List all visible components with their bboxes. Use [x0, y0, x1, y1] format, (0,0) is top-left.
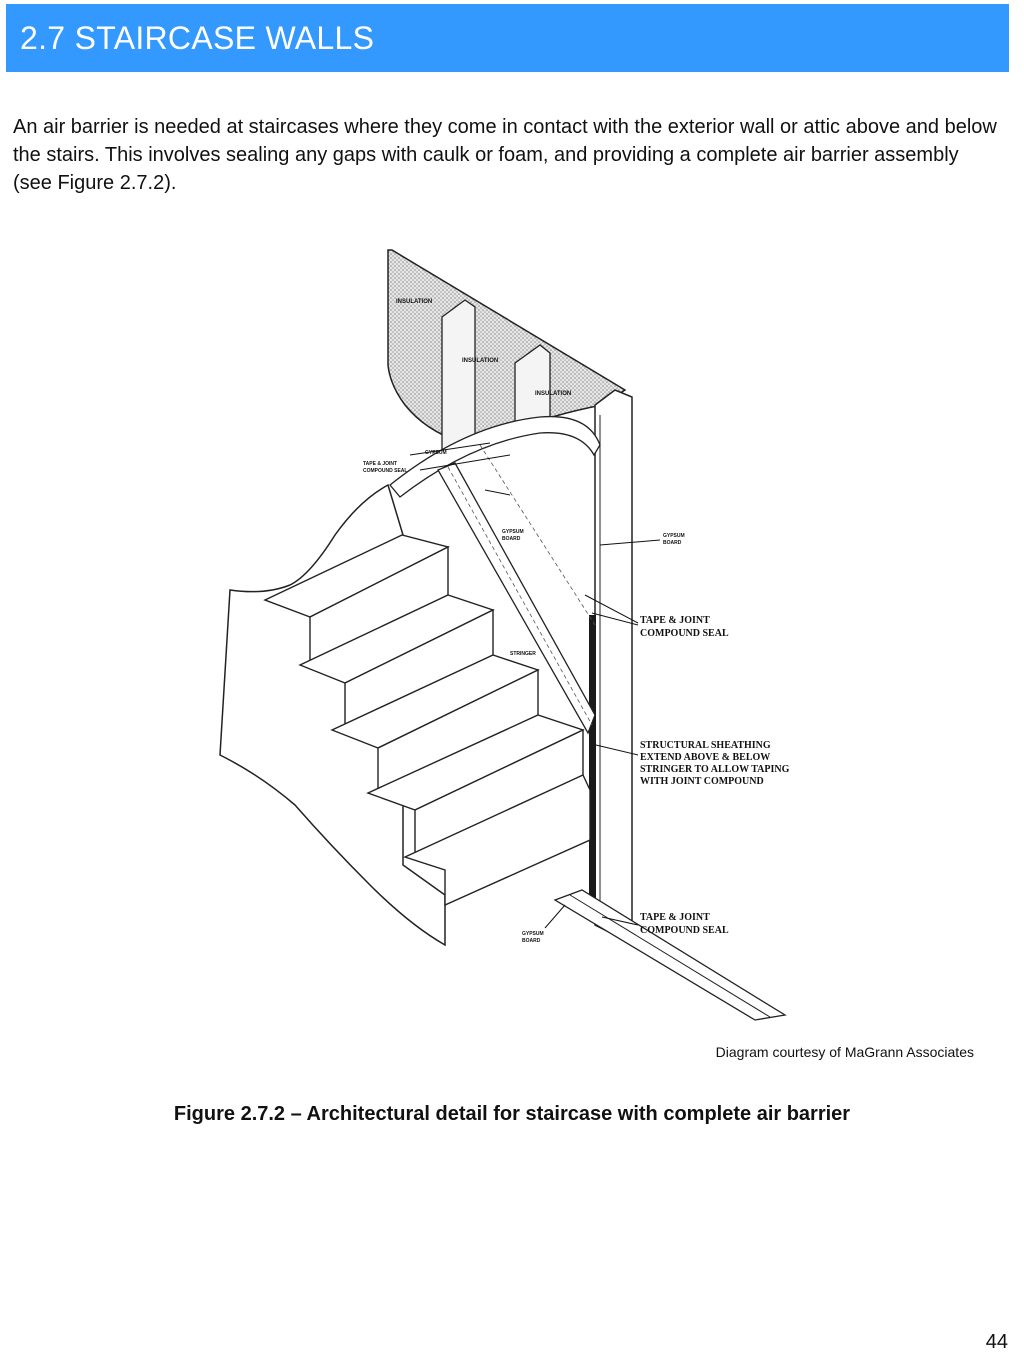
label-stringer: STRINGER: [510, 651, 536, 657]
label-insulation-2: INSULATION: [462, 358, 498, 364]
label-sheathing-2: EXTEND ABOVE & BELOW: [640, 752, 770, 763]
intro-paragraph: An air barrier is needed at staircases w…: [13, 116, 997, 194]
label-gypsum-board-mid-1: GYPSUM: [502, 529, 524, 535]
label-sheathing-1: STRUCTURAL SHEATHING: [640, 740, 771, 751]
label-sheathing-3: STRINGER TO ALLOW TAPING: [640, 764, 790, 775]
label-tape-joint-mid-1: TAPE & JOINT: [640, 615, 710, 626]
exterior-wall-panel: [594, 389, 633, 936]
stair-steps: [263, 534, 591, 907]
label-sheathing-4: WITH JOINT COMPOUND: [640, 776, 764, 787]
figure-caption: Figure 2.7.2 – Architectural detail for …: [173, 1103, 851, 1125]
label-tape-joint-top-2: COMPOUND SEAL: [363, 468, 407, 474]
section-header-bar: 2.7 STAIRCASE WALLS: [6, 4, 1009, 72]
sheathing-strip: [589, 615, 596, 915]
label-tape-joint-top-1: TAPE & JOINT: [363, 461, 397, 467]
diagram-credit: Diagram courtesy of MaGrann Associates: [715, 1044, 974, 1060]
label-gypsum-board-bottom-1: GYPSUM: [522, 931, 544, 937]
attic-insulation-area: [387, 249, 627, 444]
label-gypsum-board-right-2: BOARD: [663, 540, 682, 546]
section-title: 2.7 STAIRCASE WALLS: [20, 20, 375, 56]
label-insulation-3: INSULATION: [535, 391, 571, 397]
stud-1: [441, 299, 476, 456]
label-insulation-1: INSULATION: [396, 299, 432, 305]
ceiling-soffit: [389, 415, 601, 498]
floor: [553, 889, 787, 1021]
label-gypsum-top: GYPSUM: [425, 450, 447, 456]
label-gypsum-board-bottom-2: BOARD: [522, 938, 541, 944]
staircase-diagram: INSULATION INSULATION INSULATION GYPSUM …: [210, 245, 790, 1025]
label-tape-joint-bottom-1: TAPE & JOINT: [640, 912, 710, 923]
label-gypsum-board-right-1: GYPSUM: [663, 533, 685, 539]
label-tape-joint-mid-2: COMPOUND SEAL: [640, 628, 729, 639]
label-gypsum-board-mid-2: BOARD: [502, 536, 521, 542]
page-number: 44: [985, 1331, 1008, 1353]
label-tape-joint-bottom-2: COMPOUND SEAL: [640, 925, 729, 936]
staircase-diagram-svg: INSULATION INSULATION INSULATION GYPSUM …: [219, 249, 790, 1021]
